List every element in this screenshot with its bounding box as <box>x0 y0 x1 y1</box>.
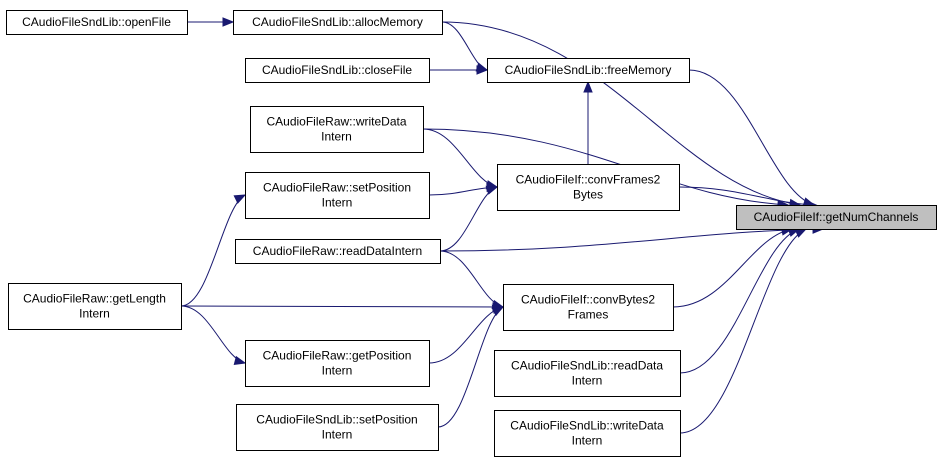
node-label-getNumChannels-0: CAudioFileIf::getNumChannels <box>754 210 919 224</box>
edge-convFrames2Bytes-to-getNumChannels <box>678 186 817 206</box>
node-label-getLengthIntern-0: CAudioFileRaw::getLength <box>23 292 166 306</box>
node-label-writeDataSndLib-0: CAudioFileSndLib::writeData <box>510 419 664 433</box>
node-box-openFile <box>6 10 188 35</box>
arrowhead-setPositionSndLib-to-convBytes2Frames <box>491 306 505 317</box>
node-getNumChannels[interactable]: CAudioFileIf::getNumChannels <box>736 205 937 230</box>
node-label-setPositionInternRaw-0: CAudioFileRaw::setPosition <box>263 181 411 195</box>
arrowhead-getLengthIntern-to-getPositionIntern <box>233 355 247 366</box>
edges-layer <box>180 17 825 434</box>
node-label-writeDataIntern-1: Intern <box>321 130 352 144</box>
edge-allocMemory-to-getNumChannels <box>441 21 801 206</box>
node-label-closeFile-0: CAudioFileSndLib::closeFile <box>262 63 412 77</box>
edge-allocMemory-to-freeMemory <box>441 21 488 71</box>
node-label-readDataSndLib-0: CAudioFileSndLib::readData <box>511 359 663 373</box>
node-readDataSndLib[interactable]: CAudioFileSndLib::readDataIntern <box>494 350 681 397</box>
edge-freeMemory-to-getNumChannels <box>688 69 815 206</box>
edge-readDataIntern-to-convBytes2Frames <box>439 250 504 308</box>
node-box-convBytes2Frames <box>503 284 674 331</box>
node-label-convFrames2Bytes-0: CAudioFileIf::convFrames2 <box>516 173 661 187</box>
node-label-getPositionIntern-0: CAudioFileRaw::getPosition <box>263 349 412 363</box>
edge-getPositionIntern-to-convBytes2Frames <box>428 306 504 364</box>
node-label-getPositionIntern-1: Intern <box>322 364 353 378</box>
edge-getLengthIntern-to-getPositionIntern <box>180 305 246 364</box>
node-label-setPositionInternRaw-1: Intern <box>322 196 353 210</box>
node-label-setPositionSndLib-1: Intern <box>322 428 353 442</box>
node-box-setPositionInternRaw <box>245 172 430 219</box>
node-closeFile[interactable]: CAudioFileSndLib::closeFile <box>245 58 430 83</box>
node-readDataIntern[interactable]: CAudioFileRaw::readDataIntern <box>235 239 441 264</box>
node-label-readDataSndLib-1: Intern <box>572 374 603 388</box>
node-box-convFrames2Bytes <box>497 164 680 211</box>
arrowhead-closeFile-to-freeMemory <box>476 65 489 75</box>
node-label-readDataIntern-0: CAudioFileRaw::readDataIntern <box>253 244 422 258</box>
node-label-convBytes2Frames-1: Frames <box>568 308 609 322</box>
arrowhead-convFrames2Bytes-to-freeMemory <box>583 80 593 93</box>
node-label-convFrames2Bytes-1: Bytes <box>573 188 603 202</box>
node-label-convBytes2Frames-0: CAudioFileIf::convBytes2 <box>521 293 655 307</box>
edge-readDataSndLib-to-getNumChannels <box>679 228 800 374</box>
edge-getLengthIntern-to-convBytes2Frames <box>180 305 504 308</box>
edge-writeDataSndLib-to-getNumChannels <box>679 228 807 434</box>
arrowhead-getLengthIntern-to-setPositionInternRaw <box>233 194 247 204</box>
node-label-setPositionSndLib-0: CAudioFileSndLib::setPosition <box>256 413 417 427</box>
node-label-getLengthIntern-1: Intern <box>79 307 110 321</box>
edge-setPositionSndLib-to-convBytes2Frames <box>437 306 504 428</box>
edge-writeDataIntern-to-convFrames2Bytes <box>422 128 498 188</box>
node-box-setPositionSndLib <box>236 404 439 451</box>
node-box-getPositionIntern <box>245 340 430 387</box>
node-label-allocMemory-0: CAudioFileSndLib::allocMemory <box>252 15 423 29</box>
node-box-writeDataIntern <box>250 106 424 153</box>
node-label-writeDataIntern-0: CAudioFileRaw::writeData <box>266 115 406 129</box>
node-box-closeFile <box>245 58 430 83</box>
arrowhead-readDataIntern-to-convFrames2Bytes <box>485 185 499 195</box>
node-label-freeMemory-0: CAudioFileSndLib::freeMemory <box>505 63 672 77</box>
node-allocMemory[interactable]: CAudioFileSndLib::allocMemory <box>233 10 443 35</box>
node-label-openFile-0: CAudioFileSndLib::openFile <box>22 15 171 29</box>
node-box-freeMemory <box>487 58 690 83</box>
node-box-getLengthIntern <box>8 283 182 330</box>
edge-readDataIntern-to-getNumChannels <box>439 228 824 252</box>
edge-convBytes2Frames-to-getNumChannels <box>672 228 793 308</box>
node-label-writeDataSndLib-1: Intern <box>572 434 603 448</box>
node-freeMemory[interactable]: CAudioFileSndLib::freeMemory <box>487 58 690 83</box>
node-box-writeDataSndLib <box>494 410 681 457</box>
node-box-allocMemory <box>233 10 443 35</box>
node-box-getNumChannels <box>736 205 937 230</box>
arrowhead-openFile-to-allocMemory <box>222 17 235 27</box>
edge-readDataIntern-to-convFrames2Bytes <box>439 186 498 252</box>
node-box-readDataIntern <box>235 239 441 264</box>
node-box-readDataSndLib <box>494 350 681 397</box>
node-openFile[interactable]: CAudioFileSndLib::openFile <box>6 10 188 35</box>
